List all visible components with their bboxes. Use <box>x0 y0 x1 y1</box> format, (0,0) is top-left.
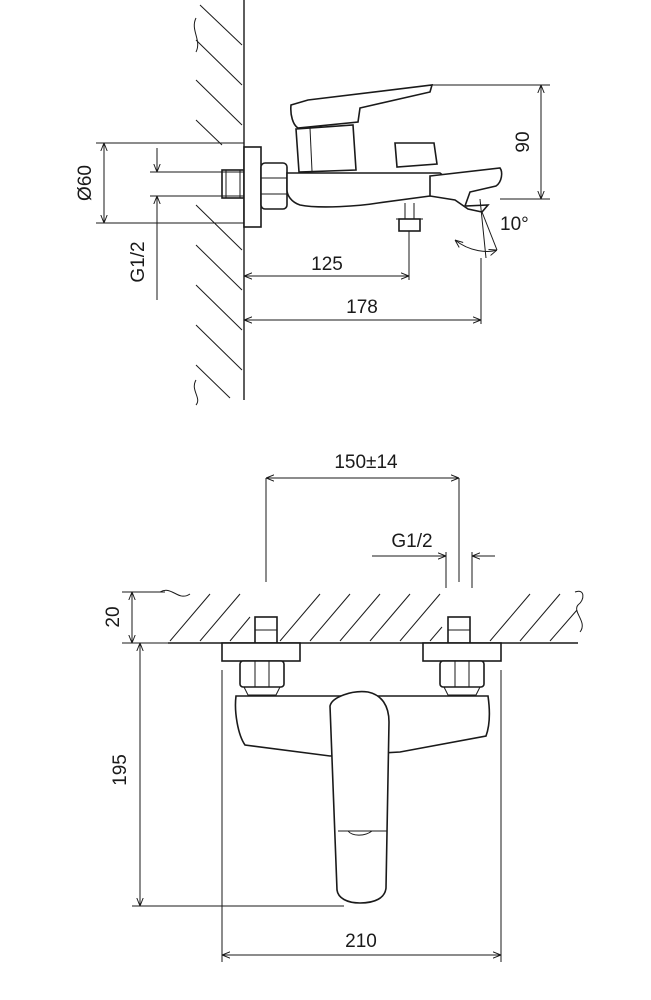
front-dim-thread: G1/2 <box>391 531 432 552</box>
side-wall-hatching <box>195 4 243 399</box>
front-dim-wall: 20 <box>103 606 124 627</box>
front-view: 150±14 G1/2 20 195 210 <box>103 452 584 962</box>
side-dim-angle: 10° <box>500 214 529 235</box>
side-outlet <box>396 203 423 232</box>
side-diverter-knob <box>394 142 438 168</box>
front-connector-left <box>254 616 278 644</box>
side-dim-height: 90 <box>513 131 534 152</box>
front-wall-hatching <box>169 593 578 642</box>
front-dim-centers: 150±14 <box>334 452 398 473</box>
front-escutcheon-left <box>221 642 301 662</box>
front-connector-right <box>447 616 471 644</box>
side-dim-diameter: Ø60 <box>75 165 96 201</box>
side-lever-handle <box>290 84 434 129</box>
front-wall <box>159 589 584 644</box>
side-wall <box>193 0 245 406</box>
side-cartridge <box>295 124 357 173</box>
side-dim-spout-outlet: 125 <box>311 254 343 275</box>
front-escutcheon-right <box>422 642 502 662</box>
front-nut-left <box>239 660 285 696</box>
side-nut <box>260 162 288 210</box>
side-view: Ø60 G1/2 90 10° 125 178 <box>75 0 550 406</box>
front-dimensions: 150±14 G1/2 20 195 210 <box>103 452 502 962</box>
side-dim-thread: G1/2 <box>128 241 149 282</box>
side-escutcheon <box>243 146 262 228</box>
side-eccentric-connector <box>221 169 245 199</box>
front-nut-right <box>439 660 485 696</box>
front-dim-height: 195 <box>110 754 131 786</box>
side-spout <box>429 167 503 213</box>
side-dimensions: Ø60 G1/2 90 10° 125 178 <box>75 84 550 324</box>
side-dim-total-depth: 178 <box>346 297 378 318</box>
front-dim-width: 210 <box>345 931 377 952</box>
side-faucet-body <box>286 172 446 208</box>
front-lever-handle <box>329 690 390 904</box>
